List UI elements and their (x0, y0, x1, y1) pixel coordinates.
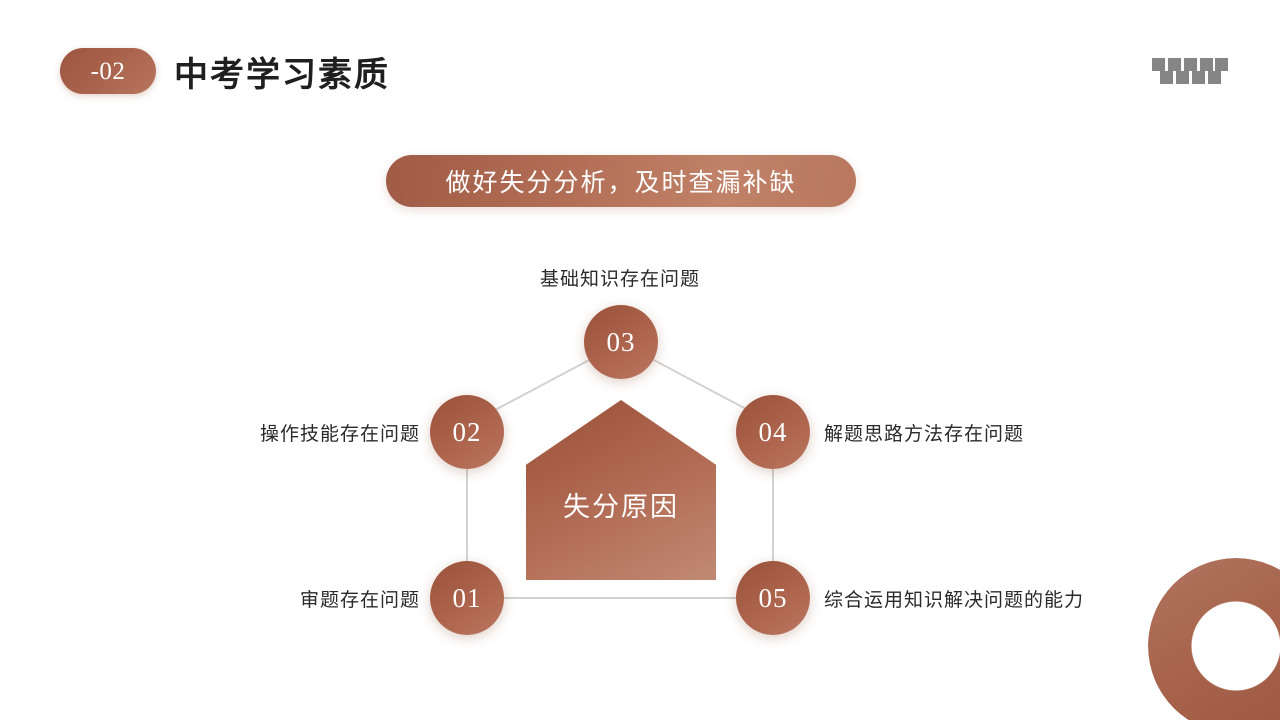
node-label-03: 基础知识存在问题 (539, 269, 700, 290)
subtitle-banner-text: 做好失分分析，及时查漏补缺 (445, 170, 797, 197)
subtitle-banner: 做好失分分析，及时查漏补缺 (386, 155, 856, 207)
checker-square (1208, 71, 1221, 84)
center-house-label: 失分原因 (563, 491, 679, 522)
node-label-04: 解题思路方法存在问题 (824, 424, 1025, 445)
node-number: 04 (758, 416, 788, 447)
node-number: 02 (452, 416, 482, 447)
section-number-label: -02 (90, 57, 126, 85)
checker-square (1160, 71, 1173, 84)
node-circle-01[interactable]: 01 (430, 561, 504, 635)
node-label-05: 综合运用知识解决问题的能力 (824, 590, 1085, 611)
node-label-02: 操作技能存在问题 (259, 424, 420, 445)
node-circle-05[interactable]: 05 (736, 561, 810, 635)
node-circle-04[interactable]: 04 (736, 395, 810, 469)
page-title: 中考学习素质 (174, 56, 390, 94)
checker-squares-icon (1152, 58, 1228, 84)
checker-square (1168, 58, 1181, 71)
node-number: 03 (606, 326, 636, 357)
node-label-01: 审题存在问题 (299, 590, 420, 611)
node-circle-02[interactable]: 02 (430, 395, 504, 469)
checker-square (1184, 58, 1197, 71)
checker-square (1192, 71, 1205, 84)
node-number: 01 (452, 582, 482, 613)
checker-square (1215, 58, 1228, 71)
center-house-shape: 失分原因 (526, 400, 716, 580)
checker-square (1176, 71, 1189, 84)
checker-square (1200, 58, 1213, 71)
node-circle-03[interactable]: 03 (584, 305, 658, 379)
node-number: 05 (758, 582, 788, 613)
checker-square (1152, 58, 1165, 71)
section-number-pill: -02 (60, 48, 156, 94)
